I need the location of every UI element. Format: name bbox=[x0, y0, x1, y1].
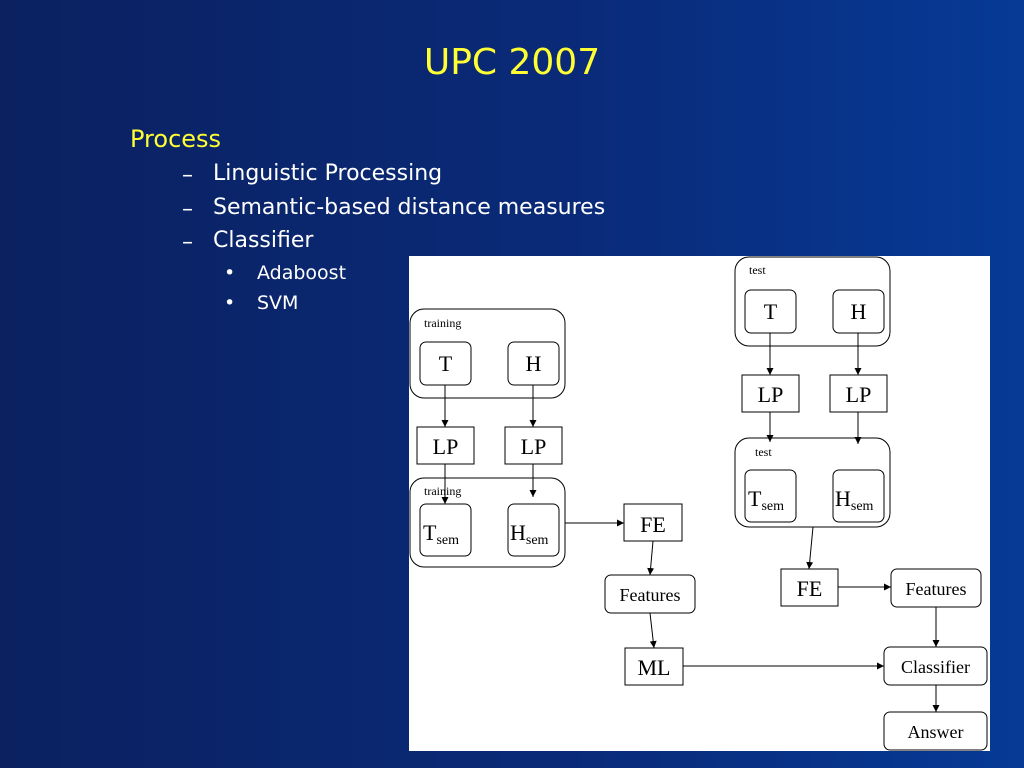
training-h-text: H bbox=[526, 351, 542, 376]
test-label: test bbox=[749, 263, 766, 277]
bullet-dot: • bbox=[224, 262, 236, 284]
dash-marker: – bbox=[182, 163, 193, 188]
test-hsem-text: Hsem bbox=[835, 486, 874, 514]
training-lp-box-h bbox=[504, 426, 563, 465]
training-hsem-box bbox=[507, 503, 560, 557]
test-features-text: Features bbox=[906, 579, 967, 599]
training-label: training bbox=[424, 316, 461, 330]
test-sem-label: test bbox=[755, 445, 772, 459]
test-lp-text-h: LP bbox=[846, 382, 872, 407]
training-features-text: Features bbox=[620, 585, 681, 605]
training-hsem-text: Hsem bbox=[510, 520, 549, 548]
bullet-linguistic-processing: Linguistic Processing bbox=[213, 161, 443, 186]
training-lp-box-t bbox=[416, 426, 475, 465]
test-hsem-box bbox=[832, 469, 885, 523]
bullet-adaboost: Adaboost bbox=[257, 262, 347, 284]
bullet-process: Process bbox=[130, 125, 222, 153]
training-fe-box bbox=[623, 503, 683, 542]
arrow-features-ml bbox=[649, 612, 657, 649]
test-tsem-text: Tsem bbox=[748, 486, 784, 514]
training-sem-label: training bbox=[424, 484, 461, 498]
dash-marker: – bbox=[182, 230, 193, 255]
test-group-box bbox=[734, 256, 891, 347]
bullet-classifier: Classifier bbox=[213, 228, 314, 253]
answer-text: Answer bbox=[908, 722, 964, 742]
training-lp-text-t: LP bbox=[433, 434, 459, 459]
training-lp-text-h: LP bbox=[521, 434, 547, 459]
arrow-fe-features bbox=[647, 540, 655, 576]
bullet-svm: SVM bbox=[257, 292, 299, 314]
test-tsem-box bbox=[744, 469, 797, 523]
test-h-text: H bbox=[851, 299, 867, 324]
slide-title: UPC 2007 bbox=[423, 42, 601, 83]
bullet-dot: • bbox=[224, 292, 236, 314]
training-fe-text: FE bbox=[640, 512, 666, 537]
ml-box bbox=[624, 647, 684, 686]
classifier-text: Classifier bbox=[901, 657, 970, 677]
test-fe-text: FE bbox=[797, 576, 823, 601]
test-lp-text-t: LP bbox=[758, 382, 784, 407]
ml-text: ML bbox=[638, 655, 671, 680]
dash-marker: – bbox=[182, 197, 193, 222]
training-group-box bbox=[409, 308, 566, 399]
test-t-text: T bbox=[764, 299, 778, 324]
training-tsem-text: Tsem bbox=[423, 520, 459, 548]
process-diagram: training T H LP LP training Tsem Hsem FE… bbox=[409, 256, 990, 751]
test-fe-box bbox=[780, 568, 839, 607]
arrow-test-sem-fe bbox=[806, 526, 814, 570]
training-t-text: T bbox=[439, 351, 453, 376]
bullet-semantic-distance: Semantic-based distance measures bbox=[213, 195, 606, 220]
